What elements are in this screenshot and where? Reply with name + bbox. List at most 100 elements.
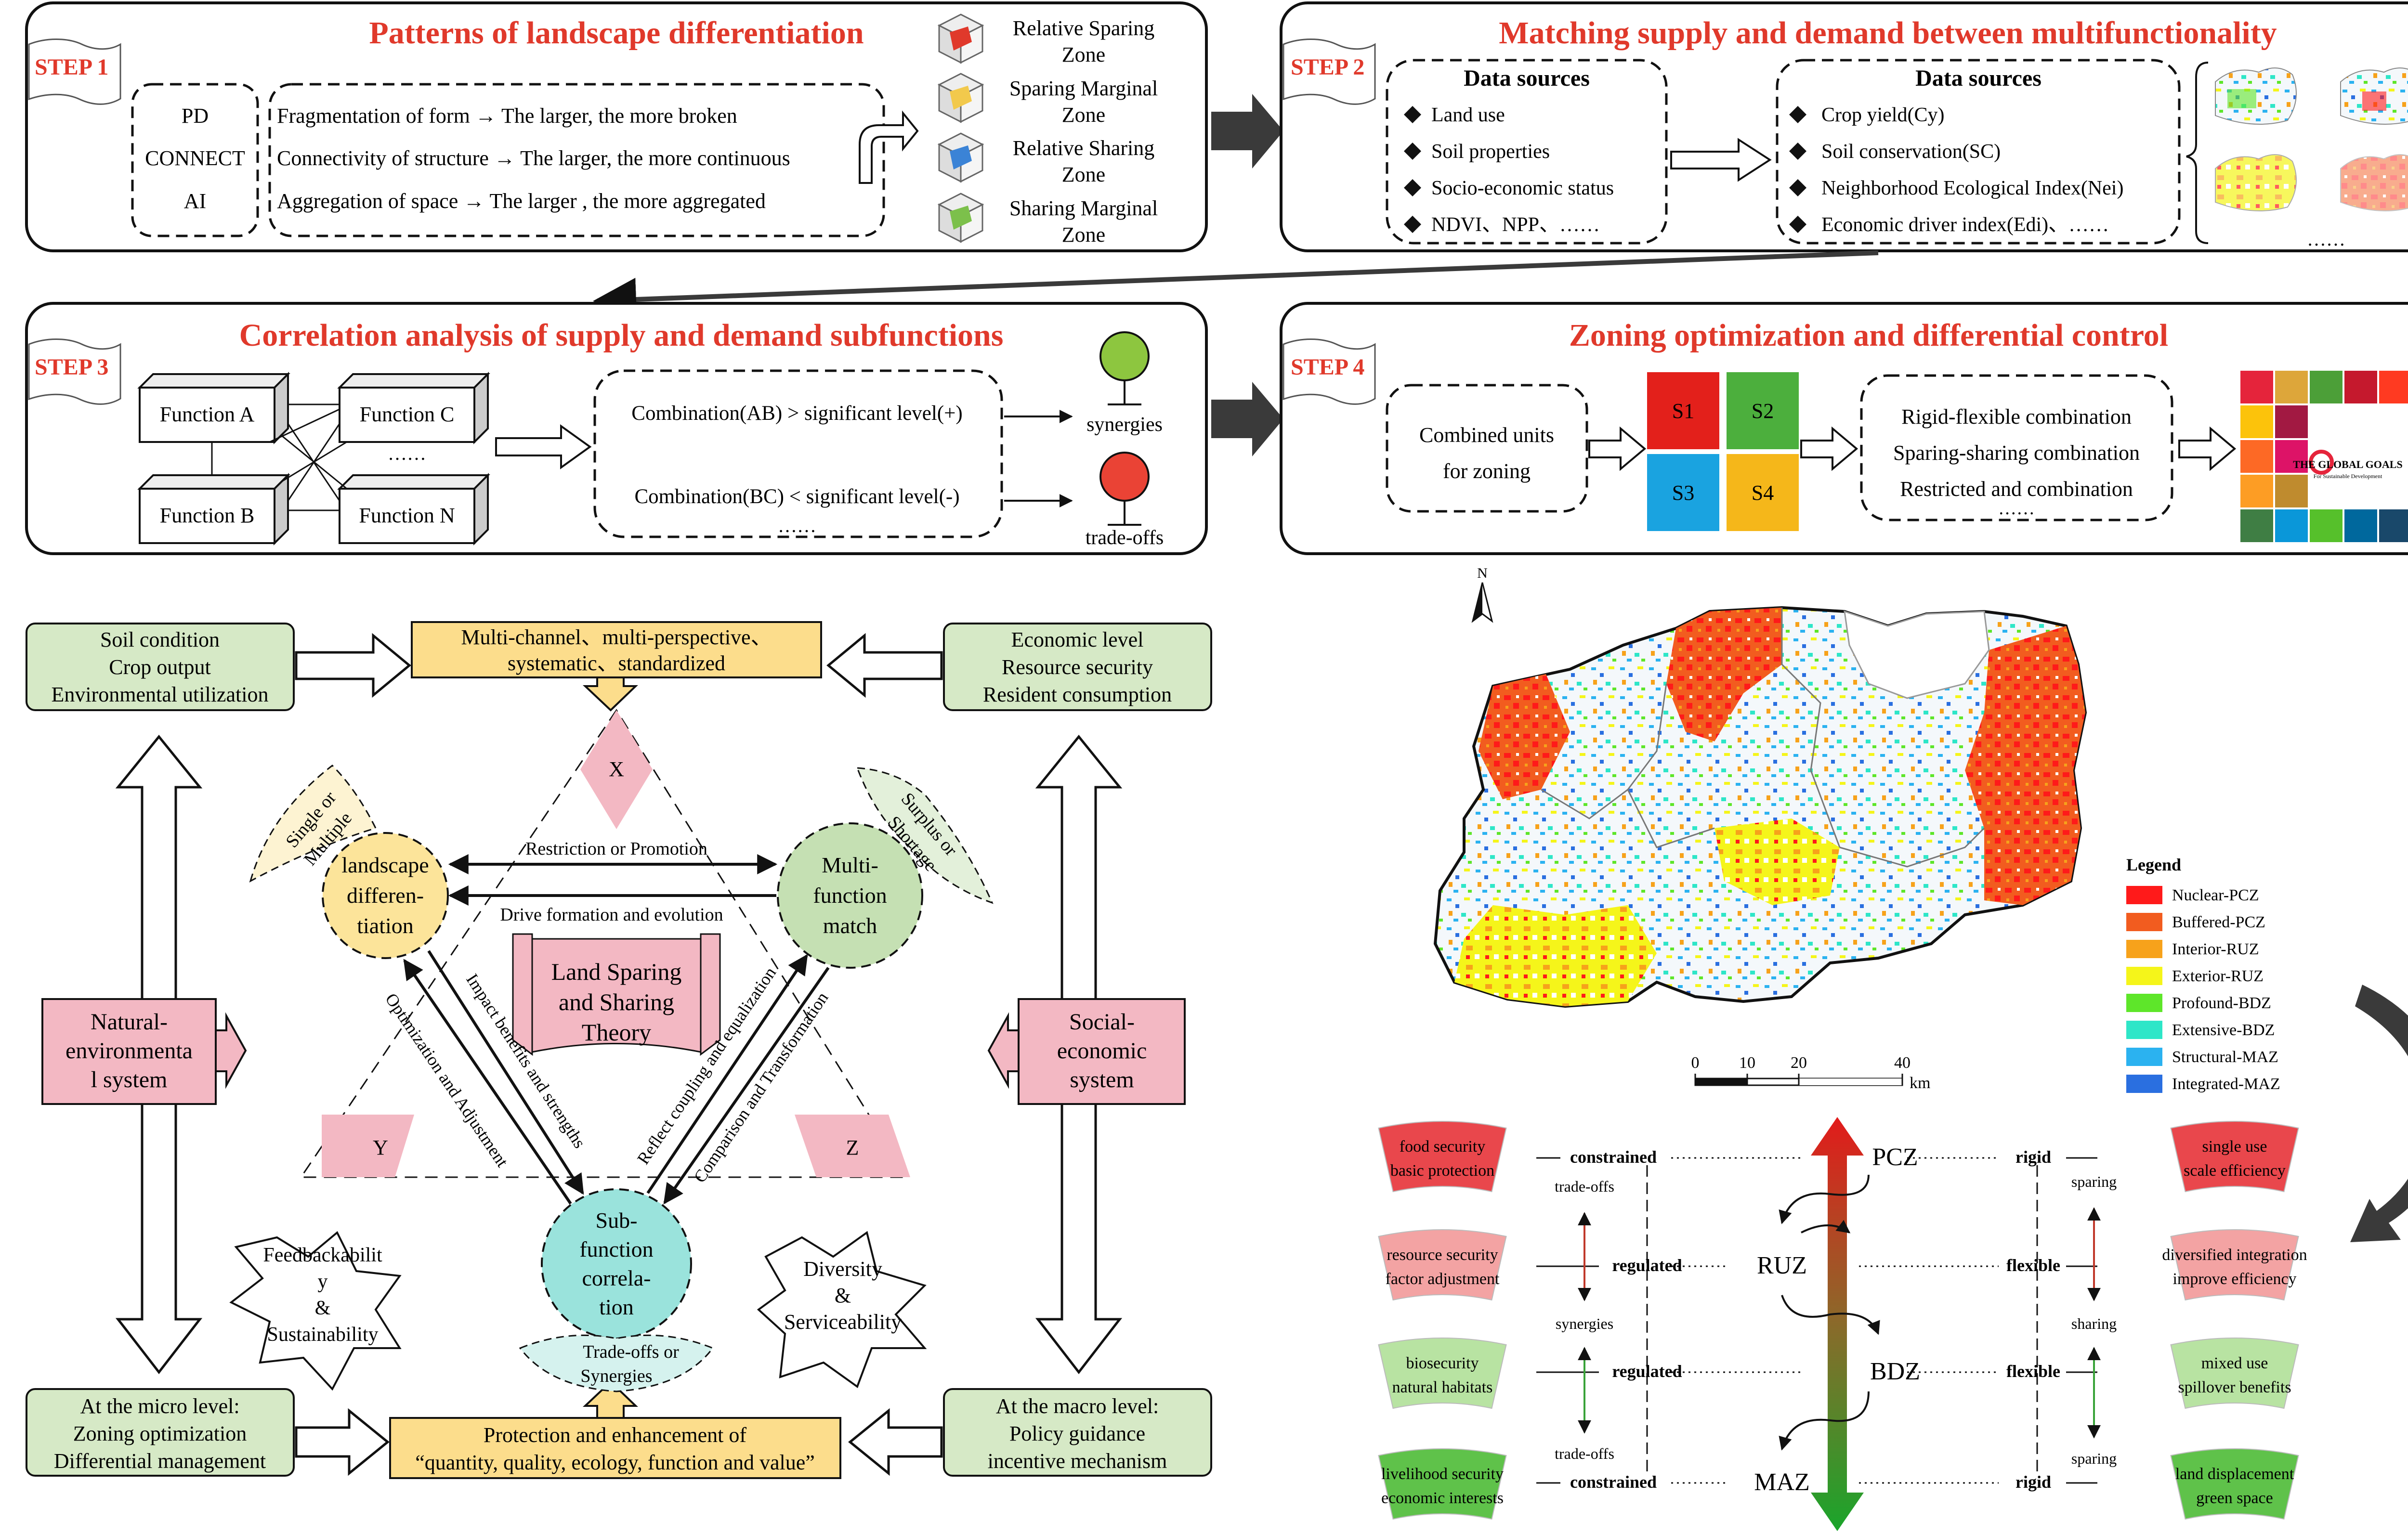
zone-ruz: RUZ [1757,1252,1807,1279]
left-fan-line2: basic protection [1390,1162,1494,1180]
econ-l2: Resource security [1002,655,1153,679]
single-petal [249,765,377,883]
sdg-goals-grid [2240,371,2408,542]
social-l1: Social- [1069,1009,1135,1035]
indices-box [131,83,259,237]
right-item-4: Economic driver index(Edi)、…… [1821,214,2109,236]
data-sources-title-left: Data sources [1464,65,1590,91]
legend-label: Interior-RUZ [2172,940,2259,958]
curved-arrow-icon [2350,985,2408,1242]
bend-arrow-icon [859,110,919,184]
social-l3: system [1070,1067,1134,1092]
index-connect: CONNECT [145,146,245,170]
left-fan-line1: livelihood security [1381,1465,1504,1483]
multifunction-l1: Multi- [822,853,878,877]
sdg-tile [2240,440,2273,473]
landscape-l1: landscape [341,853,429,877]
landscape-l3: tiation [357,913,414,938]
left-mode-3: regulated [1612,1362,1682,1381]
step3-title: Correlation analysis of supply and deman… [239,318,1004,353]
step3-panel: STEP 3 Correlation analysis of supply an… [25,302,1208,555]
soil-l3: Environmental utilization [52,683,269,706]
left-rel-1: trade-offs [1555,1178,1614,1195]
combination-2: Combination(BC) < significant level(-) [634,485,959,508]
bottom-right-arrow [848,1408,943,1476]
legend-label: Extensive-BDZ [2172,1021,2275,1039]
units-l2: for zoning [1443,459,1531,483]
micro-box [26,1388,295,1477]
macro-l1: At the macro level: [996,1394,1159,1418]
left-rel-3: trade-offs [1555,1445,1614,1462]
macro-l2: Policy guidance [1009,1422,1145,1445]
zone-4-l1: Sharing Marginal [1009,196,1158,220]
left-mode-1: constrained [1570,1147,1657,1167]
s1-label: S1 [1672,399,1694,423]
bullet-icon [1789,106,1806,123]
social-arrow-icon [987,1012,1020,1089]
zone-1-l1: Relative Sparing [1013,16,1155,40]
tradeoffs-l2: Synergies [580,1366,652,1386]
step1-tag: STEP 1 [35,54,108,80]
right-fan-line2: improve efficiency [2172,1270,2296,1288]
y-label: Y [373,1136,388,1159]
scale-unit: km [1910,1074,1930,1092]
cube-icon-relative-sharing [937,132,984,183]
theory-scroll-icon [512,933,721,1056]
synergies-label: synergies [1086,414,1163,436]
impact-arrow [427,950,584,1195]
bullet-icon [1404,179,1421,196]
legend-title: Legend [2126,855,2181,874]
left-item-1: Land use [1431,104,1505,126]
macro-box [943,1388,1212,1477]
micro-l1: At the micro level: [80,1394,239,1418]
combination-1: Combination(AB) > significant level(+) [631,402,962,425]
map-center-yellow-region [1714,818,1840,905]
left-item-2: Soil properties [1431,141,1550,163]
mode-more: …… [1998,498,2035,519]
sdg-tile [2379,509,2408,542]
feedback-star [229,1231,402,1391]
comparison-arrow [663,967,830,1205]
left-mode-4: constrained [1570,1472,1657,1492]
multifunction-l2: function [813,883,887,908]
metric-box [268,83,885,237]
zone-2-l1: Sparing Marginal [1009,77,1158,100]
sdg-tile [2240,475,2273,507]
right-item-3: Neighborhood Ecological Index(Nei) [1821,177,2123,199]
synergies-icon [1099,331,1150,405]
left-item-3: Socio-economic status [1431,177,1614,199]
step3-inner-arrow [495,424,592,469]
drive-label: Drive formation and evolution [500,905,723,925]
zone-bdz: BDZ [1870,1358,1920,1385]
map-north-red-region [1666,608,1782,741]
legend-label: Exterior-RUZ [2172,967,2264,985]
index-ai: AI [184,189,206,213]
right-fan-line1: single use [2202,1138,2267,1156]
step2-title: Matching supply and demand between multi… [1499,15,2277,51]
optimization-arrow [403,959,572,1205]
econ-l1: Economic level [1011,628,1144,651]
legend-swatch [2126,940,2162,958]
protect-l1: Protection and enhancement of [484,1423,746,1447]
step3-to-step4-arrow [1211,382,1283,456]
right-rel-2: sharing [2071,1315,2117,1332]
legend-swatch [2126,967,2162,985]
step2-inner-arrow [1670,138,1772,182]
multi-l2: systematic、standardized [508,651,725,675]
s2-label: S2 [1752,399,1774,423]
brace [2186,62,2209,244]
step4-flag [1283,338,1376,405]
diversity-star [757,1231,927,1389]
step4-arrow-2 [1800,426,1858,471]
soil-l1: Soil condition [100,628,220,651]
feedback-l4: Sustainability [267,1324,379,1346]
subfunction-l2: function [579,1237,653,1261]
step4-arrow-1 [1588,426,1647,471]
macro-l3: incentive mechanism [988,1449,1167,1473]
scale-40: 40 [1894,1054,1911,1072]
right-fan-line2: scale efficiency [2184,1162,2286,1180]
legend-swatch [2126,1021,2162,1039]
